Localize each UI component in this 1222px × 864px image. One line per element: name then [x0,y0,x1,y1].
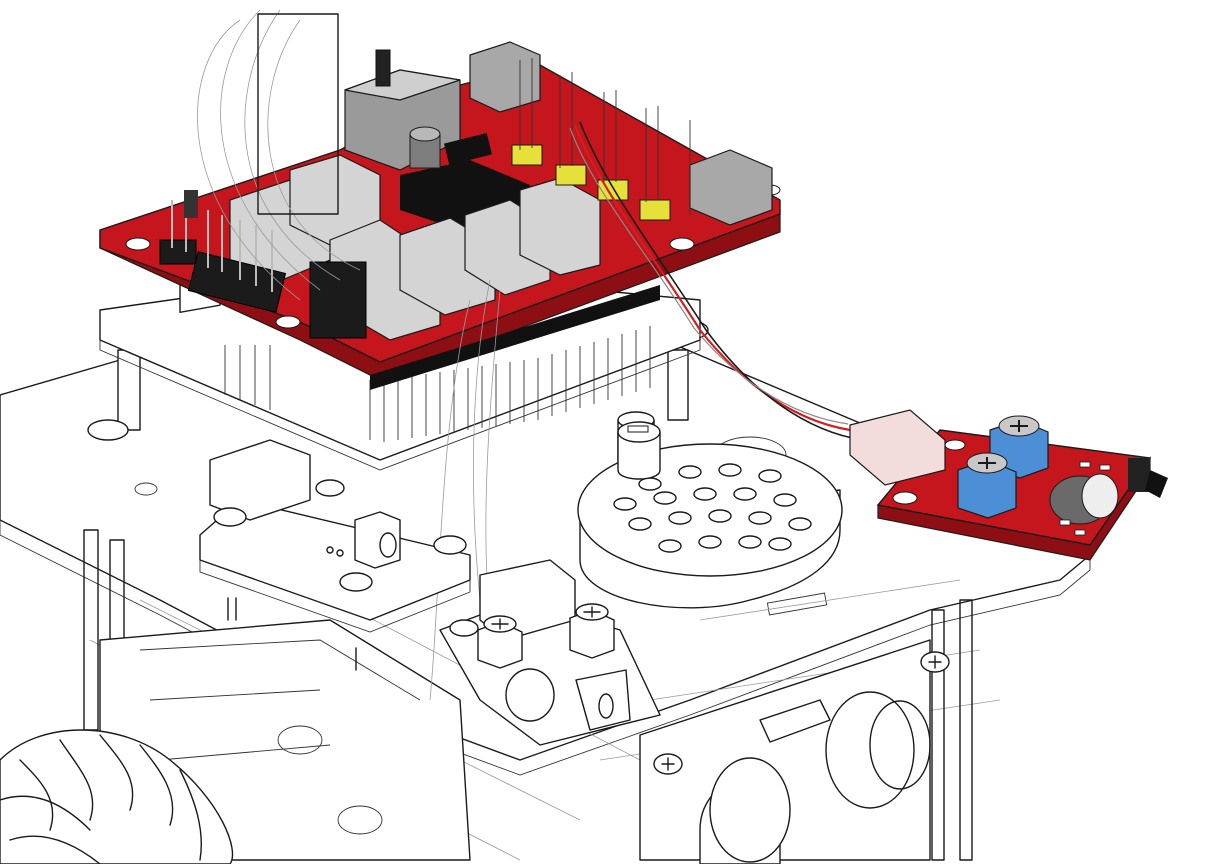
main-shield-board [99,9,781,701]
post [617,421,661,480]
sensor-module-right [849,409,1168,561]
pin-header-row [369,326,651,442]
potentiometer [957,415,1049,519]
sensor-cable [569,121,853,439]
ultrasonic-sensor [639,639,950,864]
ir-receiver-module [199,439,471,671]
wheel [0,729,234,864]
sensor-module-front [439,559,661,746]
